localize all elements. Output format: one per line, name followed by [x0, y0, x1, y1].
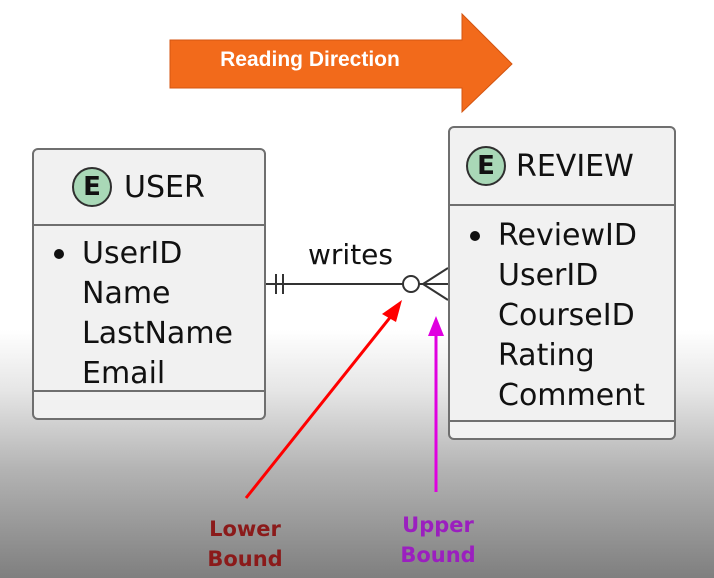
review-attributes: ReviewID UserID CourseID Rating Comment [450, 206, 674, 422]
reading-direction-label: Reading Direction [220, 48, 400, 71]
lower-bound-arrowhead [382, 300, 402, 322]
zero-circle [402, 275, 420, 293]
attribute-row: Comment [450, 376, 674, 416]
review-entity-title: REVIEW [516, 148, 634, 184]
upper-bound-arrowhead [428, 316, 444, 336]
attribute-row: ReviewID [450, 216, 674, 256]
upper-bound-line1: Upper [402, 513, 474, 537]
attribute-name: Comment [498, 378, 645, 413]
review-entity: E REVIEW ReviewID UserID CourseID Rating… [448, 126, 676, 440]
attribute-row: LastName [34, 314, 264, 354]
attribute-name: UserID [82, 236, 183, 271]
attribute-row: Rating [450, 336, 674, 376]
attribute-name: Name [82, 276, 171, 311]
primary-key-dot-icon [470, 231, 480, 241]
attribute-name: UserID [498, 258, 599, 293]
attribute-name: ReviewID [498, 218, 637, 253]
user-attributes: UserID Name LastName Email [34, 226, 264, 392]
review-entity-header: E REVIEW [450, 128, 674, 206]
primary-key-dot-icon [54, 249, 64, 259]
attribute-row: UserID [450, 256, 674, 296]
relationship-label: writes [308, 238, 393, 271]
attribute-row: Email [34, 354, 264, 394]
lower-bound-arrow [244, 309, 398, 499]
attribute-name: Email [82, 356, 166, 391]
attribute-row: CourseID [450, 296, 674, 336]
user-entity: E USER UserID Name LastName Email [32, 148, 266, 420]
lower-bound-line2: Bound [207, 547, 283, 571]
attribute-row: Name [34, 274, 264, 314]
attribute-row: UserID [34, 234, 264, 274]
crowfoot-top [422, 267, 449, 285]
entity-badge-icon: E [72, 167, 112, 207]
reading-direction-arrow-shape [169, 12, 513, 114]
upper-bound-line2: Bound [400, 543, 476, 567]
attribute-name: LastName [82, 316, 233, 351]
crowfoot-bottom [422, 283, 449, 301]
lower-bound-line1: Lower [209, 517, 281, 541]
attribute-name: Rating [498, 338, 595, 373]
upper-bound-label: Upper Bound [383, 510, 493, 570]
attribute-name: CourseID [498, 298, 635, 333]
user-entity-header: E USER [34, 150, 264, 226]
lower-bound-label: Lower Bound [190, 514, 300, 574]
entity-badge-icon: E [466, 146, 506, 186]
user-entity-title: USER [124, 169, 205, 205]
